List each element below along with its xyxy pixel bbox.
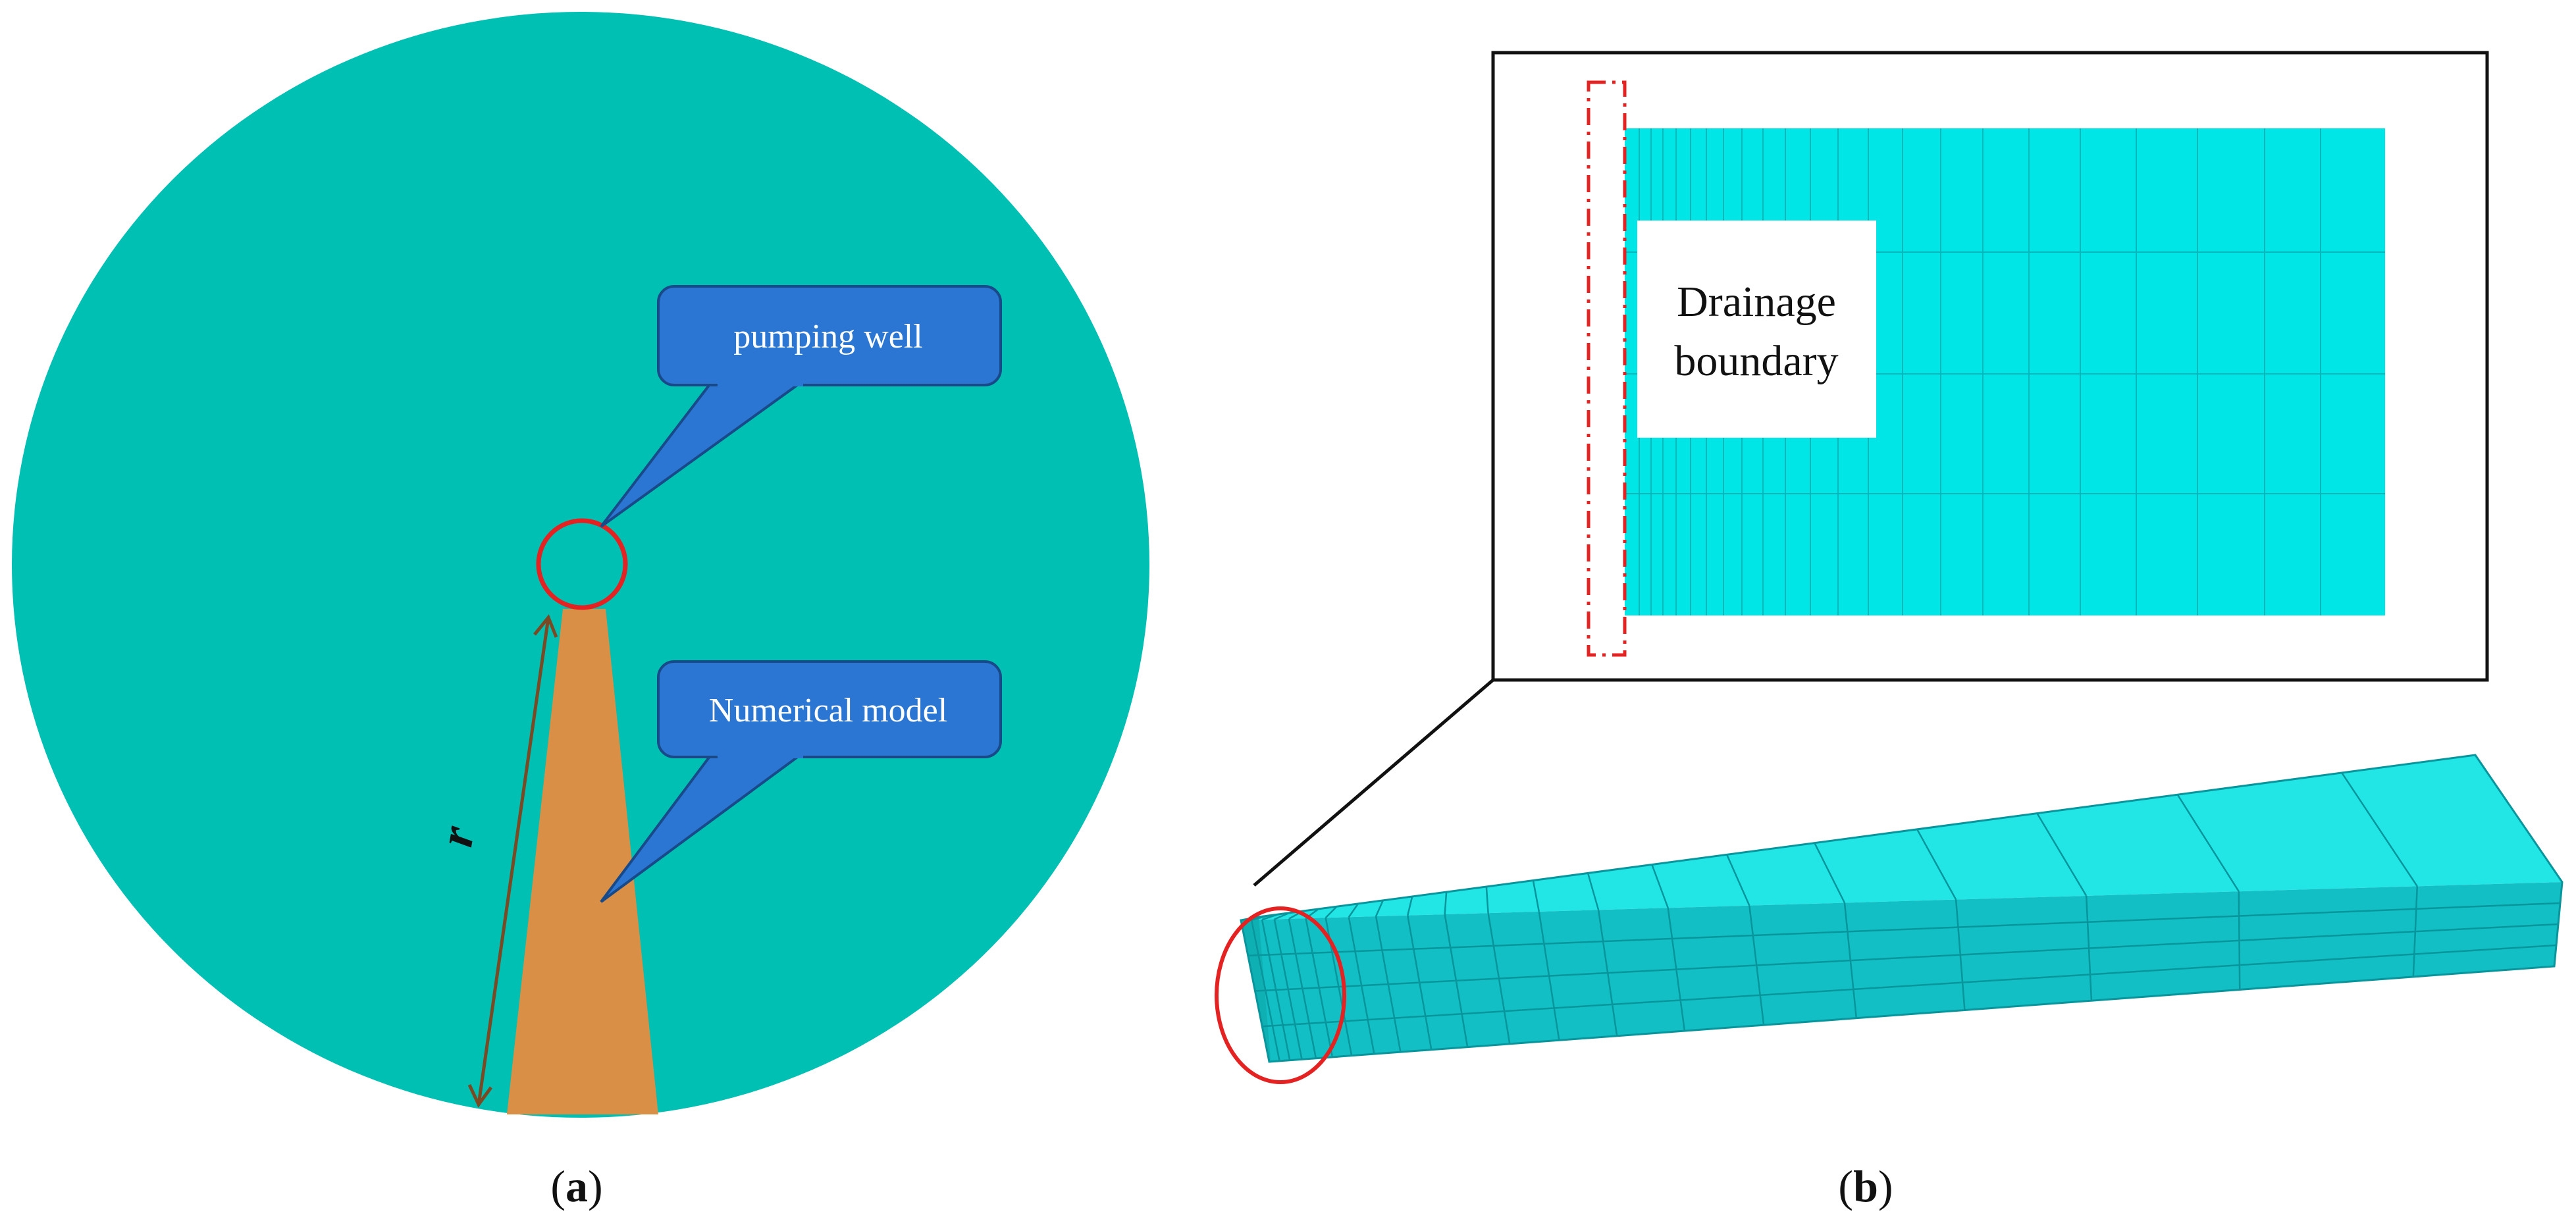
drainage-label-box [1637,221,1876,438]
panel-b-caption-letter: b [1853,1161,1878,1211]
wedge-top-grid-line [2176,794,2240,892]
wedge-top-grid-line [1532,880,1540,912]
pumping-well-callout-box [657,285,1002,386]
pumping-well-label: pumping well [733,318,922,355]
zoomed-mesh [1625,128,2385,615]
wedge-top-grid-line [1348,903,1359,918]
numerical-model-callout: Numerical model [600,660,1002,903]
panel-a-caption-letter: a [565,1161,588,1211]
wedge-top-grid-line [1587,873,1600,910]
wedge-side-face [1241,882,2562,1062]
pumping-well-callout: pumping well [600,285,1002,528]
numerical-model-wedge [507,609,658,1114]
wedge-mesh [1240,754,2563,1063]
wedge-layer-line [1255,923,2559,992]
panel-a: r pumping well Numerical model (a) [12,12,1149,1211]
pumping-well-ring [536,518,628,610]
wedge-top-grid-line [1375,900,1384,917]
drainage-end-highlight [1215,906,1346,1084]
drainage-label-line1: Drainage [1677,278,1836,326]
wedge-layer-line [1262,944,2557,1028]
wedge-top-grid-line [1444,891,1448,915]
wedge-top-grid-line [1485,886,1489,914]
wedge-outline [1240,754,2563,1063]
panel-a-caption-open: ( [550,1161,565,1211]
panel-b: Drainage boundary (b) [1215,51,2563,1211]
wedge-top-grid-line [1407,896,1413,916]
wedge-top-grid-line [2341,772,2418,887]
wedge-top-grid-line [1325,906,1338,919]
panel-a-caption: (a) [550,1161,602,1211]
panel-a-caption-close: ) [588,1161,603,1211]
wedge-top-grid-line [1651,864,1669,908]
wedge-top-grid-line [2036,812,2088,897]
wedge-layer-line [1248,902,2561,956]
drainage-boundary-outline [1587,80,1627,657]
wedge-top-grid-line [1814,843,1846,904]
zoom-connector-line [1253,679,1494,887]
panel-b-caption: (b) [1838,1161,1893,1211]
wedge-top-grid-line [1916,829,1957,900]
wedge-top-grid-line [1726,854,1750,906]
numerical-model-label: Numerical model [709,692,947,729]
panel-b-caption-close: ) [1878,1161,1893,1211]
numerical-model-callout-box [657,660,1002,758]
panel-b-caption-open: ( [1838,1161,1853,1211]
drainage-label-line2: boundary [1674,337,1838,385]
radius-arrow [467,614,558,1108]
